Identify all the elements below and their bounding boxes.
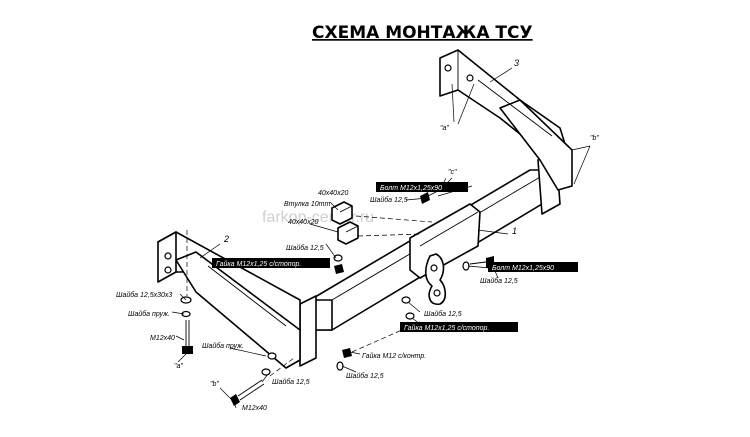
mount-point-b-left: "b"	[210, 381, 219, 388]
washer-right-label: Шайба 12,5	[480, 277, 518, 285]
tag-bolt-right: Болт М12х1,25х90	[488, 262, 578, 272]
washer-bottom-label: Шайба 12,5	[272, 378, 310, 386]
mount-point-a-right: "a"	[440, 125, 449, 132]
size-upper-label: 40х40х20	[318, 190, 348, 197]
tag-nut-left: Гайка М12х1,25 с/стопор.	[212, 258, 330, 268]
bottom-bolt	[230, 352, 295, 406]
nut-right-label: Гайка М12х1,25 с/стопор.	[404, 324, 489, 332]
washer-spring-label: Шайба пруж.	[128, 310, 170, 318]
spacer-blocks	[331, 201, 433, 245]
bolt-m12x40-bottom-label: М12х40	[242, 405, 267, 412]
part-number-1: 1	[512, 226, 517, 236]
left-bracket	[157, 231, 301, 369]
washer-mid-left-label: Шайба 12,5	[286, 244, 324, 252]
tag-bolt-top: Болт М12х1,25х90	[376, 182, 468, 192]
mount-point-c: "c"	[448, 169, 457, 176]
washer-bottom-mid-label: Шайба 12,5	[346, 372, 384, 380]
bolt-right-label: Болт М12х1,25х90	[492, 265, 554, 272]
bottom-nut	[336, 321, 421, 371]
washer-big-label: Шайба 12,5х30х3	[116, 291, 172, 299]
part-number-2: 2	[223, 234, 229, 244]
washer-top-label: Шайба 12,5	[370, 196, 408, 204]
washer-right-lower	[401, 296, 415, 320]
part-number-3: 3	[514, 58, 519, 68]
size-lower-label: 40х40х20	[288, 219, 318, 226]
fasteners	[180, 177, 494, 406]
bushing-label: Втулка 10mm	[284, 201, 330, 208]
bolt-m12x40-label: М12х40	[150, 335, 175, 342]
bolt-top-label: Болт М12х1,25х90	[380, 185, 442, 192]
mount-point-b-right: "b"	[590, 135, 599, 142]
nut-left-label: Гайка М12х1,25 с/стопор.	[216, 260, 301, 268]
right-bracket	[439, 49, 573, 191]
mount-point-a-left: "a"	[174, 363, 183, 370]
diagram-title: СХЕМА МОНТАЖА ТСУ	[312, 23, 533, 43]
washer-right-lower-label: Шайба 12,5	[424, 310, 462, 318]
tag-nut-right: Гайка М12х1,25 с/стопор.	[400, 322, 518, 332]
nut-m12-label: Гайка М12 с/контр.	[362, 352, 426, 360]
beam-left-endplate	[299, 295, 317, 367]
tow-bracket	[409, 203, 481, 306]
washer-spring-2-label: Шайба пруж.	[202, 342, 244, 350]
ball-mount-plate	[424, 253, 447, 306]
left-nut	[333, 254, 344, 274]
